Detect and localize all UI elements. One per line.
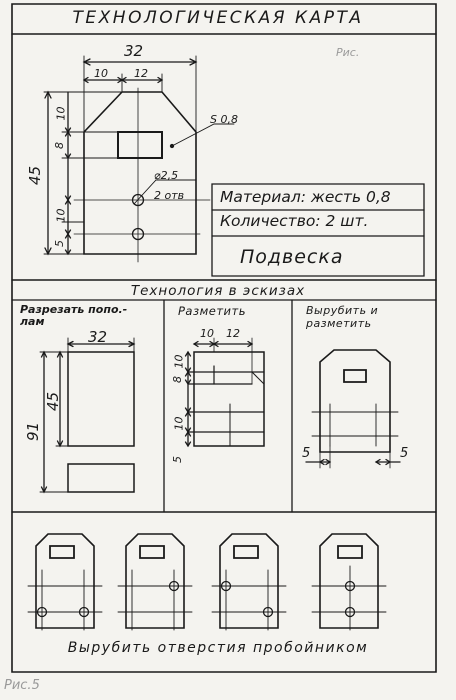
step-1-dim-total: 91: [24, 421, 43, 442]
main-slot: [118, 132, 162, 158]
dim-hole-offset: 10: [54, 208, 68, 223]
thickness-callout: S 0,8: [210, 113, 238, 126]
step-2-dim-w1: 10: [200, 327, 214, 340]
step-2-dim-w2: 12: [226, 327, 240, 340]
dim-hole-bottom: 5: [53, 240, 66, 247]
hole-diameter-callout: ⌀2,5: [154, 169, 179, 182]
step-1-dim-part: 45: [44, 391, 63, 412]
bottom-part-4: [312, 534, 386, 630]
dim-slot-height: 8: [53, 142, 66, 149]
figure-label-top: Рис.: [336, 46, 360, 59]
dim-overall-width: 32: [124, 42, 144, 60]
main-part-drawing: [44, 56, 234, 262]
step-3-label-line2: разметить: [306, 317, 372, 330]
hole-count-callout: 2 отв: [154, 189, 185, 202]
step-1-label: Разрезать попо.- лам: [20, 304, 127, 328]
sketch-mark-out: [186, 338, 265, 446]
dim-offset-left: 10: [94, 67, 108, 80]
step-1-label-line2: лам: [20, 315, 45, 328]
step-2-dim-h1: 10: [172, 354, 186, 369]
step-1-label-line1: Разрезать попо.-: [20, 303, 128, 316]
outer-frame: [12, 4, 436, 672]
dim-overall-height: 45: [26, 165, 45, 186]
card-title: ТЕХНОЛОГИЧЕСКАЯ КАРТА: [72, 8, 364, 28]
sketch-cut-and-mark: [306, 350, 400, 468]
step-3-dim-left: 5: [302, 446, 311, 461]
part-name: Подвеска: [240, 246, 344, 268]
step-2-dim-h3: 10: [172, 416, 186, 431]
bottom-part-3: [212, 534, 286, 630]
step-1-dim-width: 32: [88, 328, 108, 346]
bottom-row-parts: [28, 534, 386, 630]
step-2-label: Разметить: [178, 304, 246, 318]
main-part-outline: [84, 92, 196, 254]
quantity-label: Количество: 2 шт.: [220, 212, 369, 230]
dim-slot-width: 12: [134, 67, 148, 80]
dim-chamfer-height: 10: [54, 106, 68, 121]
material-label: Материал: жесть 0,8: [220, 188, 391, 206]
bottom-caption: Вырубить отверстия пробойником: [67, 640, 369, 656]
step-3-label-line1: Вырубить и: [306, 304, 379, 317]
step-2-dim-h4: 5: [171, 456, 184, 463]
step-3-dim-right: 5: [400, 446, 409, 461]
step-2-dim-h2: 8: [171, 376, 184, 383]
step-3-label: Вырубить и разметить: [306, 304, 378, 330]
tech-header: Технология в эскизах: [130, 283, 306, 299]
bottom-part-1: [28, 534, 102, 630]
sketch-cut-strip: [40, 338, 134, 492]
figure-label-bottom: Рис.5: [4, 678, 40, 693]
info-box: [212, 184, 424, 276]
bottom-part-2: [118, 534, 192, 630]
